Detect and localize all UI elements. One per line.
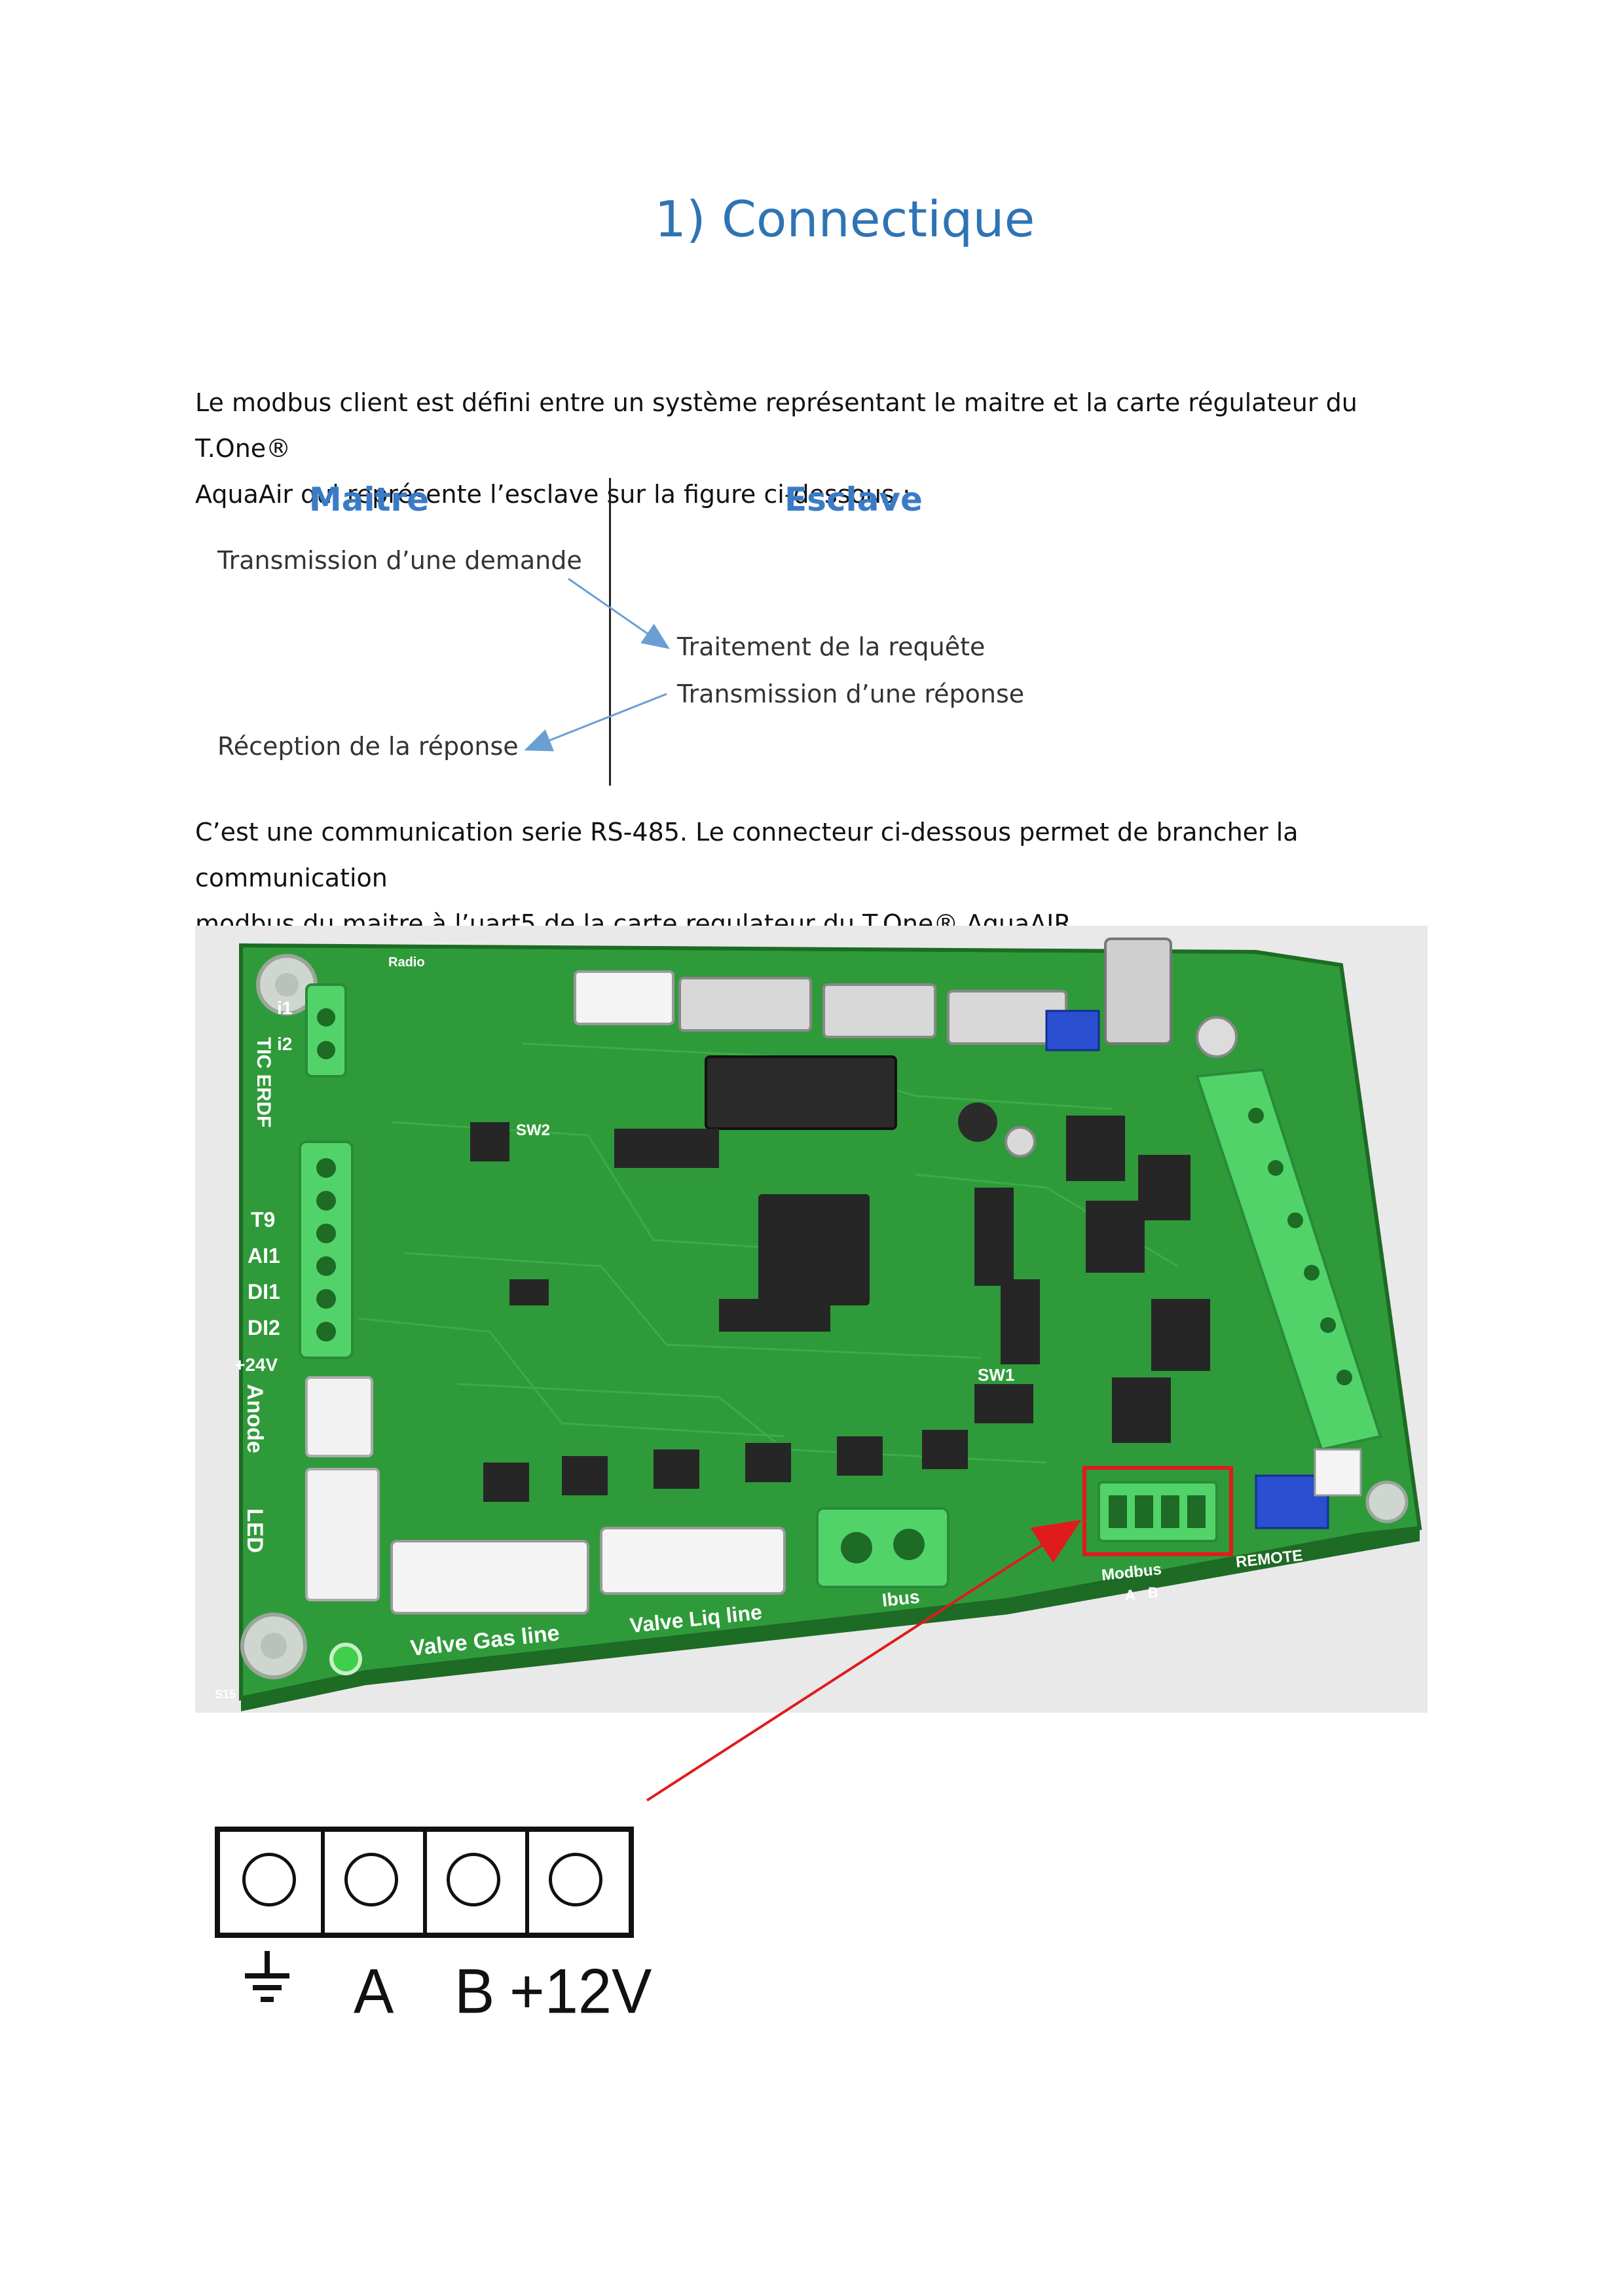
label-led: LED	[242, 1508, 267, 1553]
pcb-illustration: Radio TIC ERDF i1 i2 T9 AI1 DI1 DI2 +24V…	[195, 926, 1428, 1713]
label-tic: TIC ERDF	[253, 1037, 274, 1127]
ground-icon	[245, 1951, 289, 2002]
slave-process-label: Traitement de la requête	[677, 632, 986, 661]
pin-label-12v: +12V	[509, 1956, 652, 2027]
diagram-arrows	[524, 577, 670, 752]
intro-line-2: AquaAir qui représente l’esclave sur la …	[195, 480, 911, 509]
page-title: 1) Connectique	[654, 190, 1035, 248]
connector-housing	[215, 1827, 634, 1938]
pin-cell-12v	[526, 1832, 631, 1933]
modbus-connector-diagram: A B +12V	[215, 1827, 652, 2027]
master-send-label: Transmission d’une demande	[217, 546, 582, 575]
label-anode: Anode	[242, 1384, 267, 1453]
label-t9: T9	[251, 1208, 275, 1231]
label-radio: Radio	[388, 955, 425, 970]
pin-hole	[242, 1853, 296, 1906]
label-sw2: SW2	[516, 1121, 550, 1139]
rs485-line-1: C’est une communication serie RS-485. Le…	[195, 818, 1299, 892]
label-di2: DI2	[248, 1316, 280, 1339]
pin-cell-b	[424, 1832, 529, 1933]
slave-header: Esclave	[784, 481, 923, 519]
master-header: Maitre	[309, 481, 430, 519]
label-i1: i1	[277, 998, 292, 1018]
pin-label-a: A	[354, 1956, 394, 2027]
label-ai1: AI1	[248, 1244, 280, 1267]
pin-hole	[344, 1853, 398, 1906]
label-24v: +24V	[234, 1355, 278, 1375]
pin-label-b: B	[454, 1956, 495, 2027]
label-i2: i2	[277, 1034, 292, 1054]
label-s15: S15	[215, 1688, 236, 1701]
label-di1: DI1	[248, 1280, 280, 1303]
diagram-divider	[609, 478, 611, 786]
request-arrow	[568, 577, 670, 649]
intro-line-1: Le modbus client est défini entre un sys…	[195, 388, 1357, 463]
slave-send-label: Transmission d’une réponse	[677, 680, 1025, 708]
master-slave-diagram: Maitre Esclave Transmission d’une demand…	[195, 471, 1060, 786]
board-photo: Radio TIC ERDF i1 i2 T9 AI1 DI1 DI2 +24V…	[195, 926, 1428, 1713]
intro-paragraph: Le modbus client est défini entre un sys…	[195, 380, 1439, 517]
rs485-paragraph: C’est une communication serie RS-485. Le…	[195, 809, 1439, 947]
label-a: A	[1125, 1587, 1135, 1603]
label-sw1: SW1	[978, 1365, 1014, 1385]
label-b: B	[1148, 1584, 1158, 1601]
modbus-highlight	[1082, 1466, 1233, 1556]
label-ibus: Ibus	[881, 1586, 920, 1611]
pin-cell-ground	[220, 1832, 325, 1933]
pin-hole	[447, 1853, 500, 1906]
pin-cell-a	[322, 1832, 427, 1933]
pin-hole	[549, 1853, 602, 1906]
response-arrow	[524, 693, 667, 752]
master-receive-label: Réception de la réponse	[217, 732, 519, 761]
